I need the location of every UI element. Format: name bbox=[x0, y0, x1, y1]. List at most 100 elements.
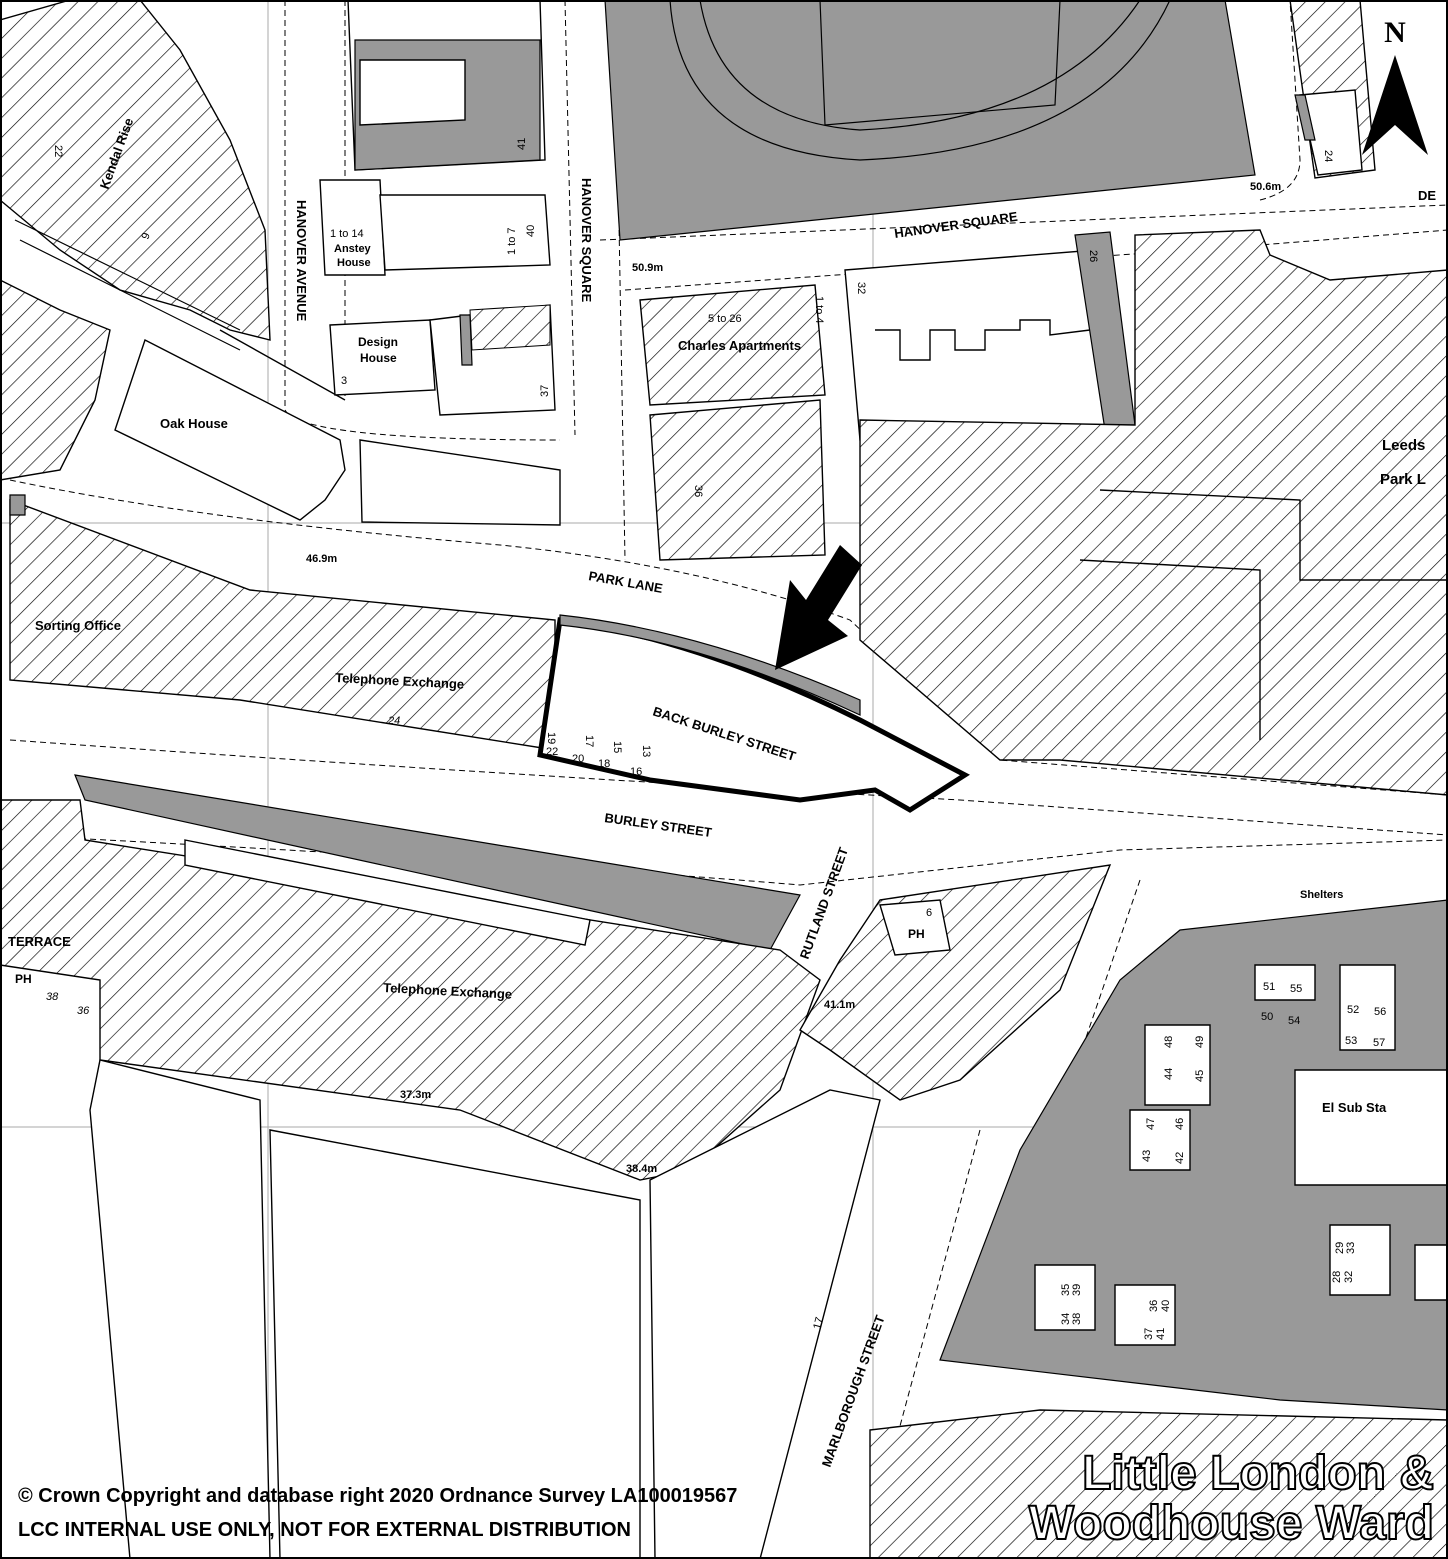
house-number: 39 bbox=[1071, 1284, 1083, 1296]
house-number: 28 bbox=[1331, 1271, 1343, 1283]
house-number: 6 bbox=[926, 907, 932, 919]
label-de: DE bbox=[1418, 188, 1436, 203]
spot-height: 37.3m bbox=[400, 1089, 431, 1101]
house-number: 26 bbox=[1087, 250, 1099, 262]
label-leeds: Leeds bbox=[1382, 437, 1425, 454]
label-charles-apartments: Charles Apartments bbox=[678, 338, 801, 353]
house-number: 44 bbox=[1163, 1068, 1175, 1080]
house-number: 38 bbox=[1071, 1313, 1083, 1325]
spot-height: 50.9m bbox=[632, 262, 663, 274]
ward-title-line-1: Little London & bbox=[1081, 1447, 1435, 1500]
spot-height: 41.1m bbox=[824, 999, 855, 1011]
copyright-line: © Crown Copyright and database right 202… bbox=[18, 1485, 738, 1507]
house-number: 22 bbox=[546, 746, 558, 758]
label-telephone-exchange-2: Telephone Exchange bbox=[383, 980, 513, 1002]
label-el-sub-sta: El Sub Sta bbox=[1322, 1100, 1387, 1115]
house-number: 16 bbox=[630, 766, 642, 778]
label-telephone-exchange-1: Telephone Exchange bbox=[335, 670, 465, 692]
oak-house-building bbox=[114, 329, 346, 521]
house-number: 34 bbox=[1060, 1313, 1072, 1325]
label-anstey-3: House bbox=[337, 257, 371, 269]
house-number: 48 bbox=[1163, 1036, 1175, 1048]
house-number: 33 bbox=[1345, 1242, 1357, 1254]
house-number: 43 bbox=[1141, 1150, 1153, 1162]
house-number: 41 bbox=[516, 138, 528, 150]
stadium-block bbox=[604, 0, 1256, 241]
label-park-lane: PARK LANE bbox=[587, 568, 664, 596]
house-number: 41 bbox=[1155, 1328, 1167, 1340]
east-hatched-buildings bbox=[859, 229, 1448, 796]
southeast-grey-estate bbox=[939, 899, 1448, 1411]
house-number: 36 bbox=[692, 485, 704, 497]
house-number: 35 bbox=[1060, 1284, 1072, 1296]
label-shelters: Shelters bbox=[1300, 889, 1343, 901]
label-anstey-2: Anstey bbox=[334, 243, 372, 255]
house-number: 47 bbox=[1145, 1118, 1157, 1130]
house-number: 3 bbox=[341, 375, 347, 387]
ward-title: Little London & Woodhouse Ward bbox=[1028, 1447, 1435, 1550]
north-arrow-icon: N bbox=[1362, 10, 1432, 155]
house-number: 49 bbox=[1194, 1036, 1206, 1048]
label-hanover-avenue: HANOVER AVENUE bbox=[294, 200, 309, 322]
house-number: 46 bbox=[1174, 1118, 1186, 1130]
top-right-buildings bbox=[1289, 0, 1376, 179]
spot-height: 50.6m bbox=[1250, 181, 1281, 193]
house-number: 36 bbox=[77, 1005, 90, 1017]
label-charles-numbers: 5 to 26 bbox=[708, 313, 742, 325]
label-oak-house: Oak House bbox=[160, 416, 228, 431]
house-number: 1 to 7 bbox=[506, 227, 518, 255]
house-number: 54 bbox=[1288, 1015, 1300, 1027]
house-number: 50 bbox=[1261, 1011, 1273, 1023]
label-hanover-square-top: HANOVER SQUARE bbox=[893, 209, 1018, 241]
house-number: 17 bbox=[583, 735, 595, 747]
house-number: 38 bbox=[46, 991, 59, 1003]
west-hatched-buildings bbox=[0, 0, 271, 481]
house-number: 45 bbox=[1194, 1070, 1206, 1082]
house-number: 36 bbox=[1148, 1300, 1160, 1312]
spot-height: 38.4m bbox=[626, 1163, 657, 1175]
house-number: 15 bbox=[611, 741, 623, 753]
site-arrow-icon bbox=[775, 545, 862, 670]
spot-heights: 50.9m 50.6m 46.9m 41.1m 37.3m 38.4m bbox=[306, 181, 1281, 1175]
house-number: 40 bbox=[1160, 1300, 1172, 1312]
label-burley-street: BURLEY STREET bbox=[604, 810, 713, 840]
house-number: 53 bbox=[1345, 1035, 1357, 1047]
house-number: 20 bbox=[572, 753, 584, 765]
house-number: 18 bbox=[598, 758, 610, 770]
charles-apartments-buildings bbox=[639, 231, 1136, 561]
spot-height: 46.9m bbox=[306, 553, 337, 565]
house-number: 19 bbox=[545, 732, 557, 744]
label-design-house-1: Design bbox=[358, 335, 398, 349]
telephone-exchange-south bbox=[0, 774, 821, 1181]
house-number: 37 bbox=[1143, 1328, 1155, 1340]
house-number: 32 bbox=[855, 282, 867, 294]
house-number: 42 bbox=[1174, 1152, 1186, 1164]
north-label: N bbox=[1384, 16, 1406, 49]
label-anstey-1: 1 to 14 bbox=[330, 228, 364, 240]
label-ph-2: PH bbox=[908, 927, 925, 941]
lower-buildings bbox=[89, 1059, 1448, 1559]
house-number: 55 bbox=[1290, 983, 1302, 995]
site-boundary bbox=[537, 614, 970, 813]
hanover-avenue-buildings bbox=[319, 0, 561, 526]
label-park-l: Park L bbox=[1380, 471, 1426, 488]
house-number: 13 bbox=[640, 745, 652, 757]
label-terrace: TERRACE bbox=[8, 934, 71, 949]
label-design-house-2: House bbox=[360, 351, 397, 365]
house-number: 52 bbox=[1347, 1004, 1359, 1016]
house-number: 17 bbox=[811, 1316, 826, 1331]
building-labels: Oak House Design House 1 to 14 Anstey Ho… bbox=[15, 228, 1426, 1115]
house-number: 24 bbox=[1322, 150, 1334, 162]
internal-use-line: LCC INTERNAL USE ONLY, NOT FOR EXTERNAL … bbox=[18, 1519, 631, 1541]
house-number: 24 bbox=[387, 715, 400, 727]
rutland-street-buildings bbox=[799, 864, 1112, 1101]
house-number: 22 bbox=[52, 145, 64, 157]
label-rutland-street: RUTLAND STREET bbox=[797, 845, 851, 961]
house-number: 40 bbox=[525, 225, 537, 237]
label-hanover-square-side: HANOVER SQUARE bbox=[579, 178, 594, 303]
house-number: 37 bbox=[539, 385, 551, 397]
house-number: 32 bbox=[1343, 1271, 1355, 1283]
house-numbers: 41 1 to 7 40 37 3 24 26 32 1 to 4 36 22 … bbox=[46, 138, 1386, 1340]
